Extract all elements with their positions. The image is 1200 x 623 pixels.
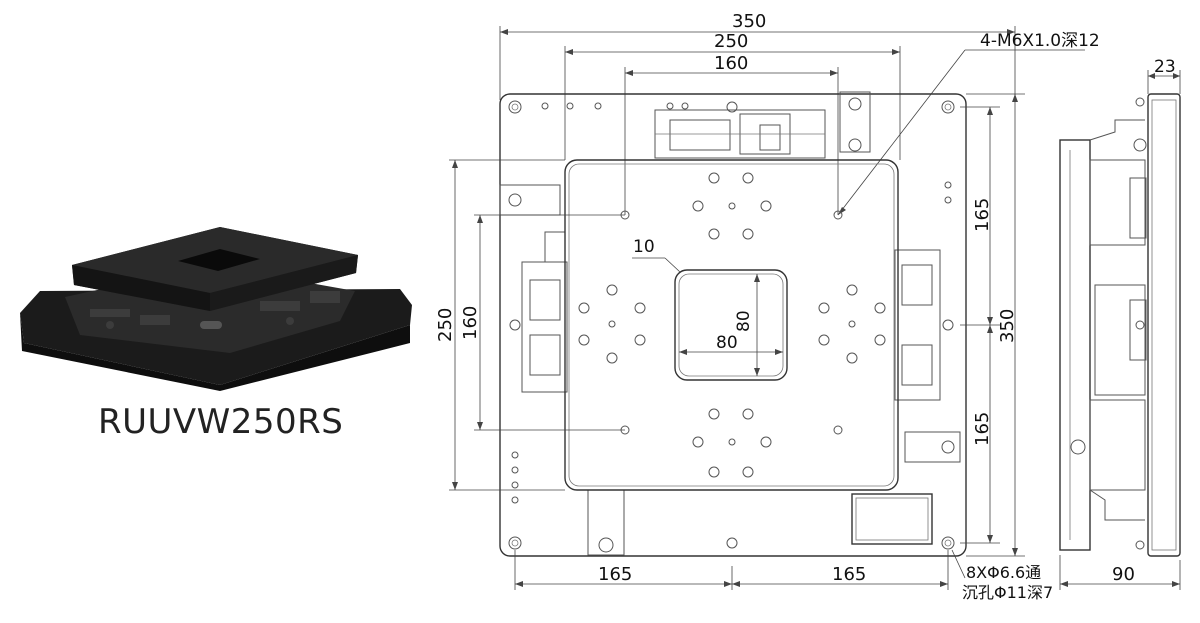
dim-bottom-165 — [514, 550, 949, 590]
dim-right-165-bottom — [960, 325, 1000, 544]
render-details — [90, 291, 340, 329]
mechanism-left — [499, 184, 568, 393]
render-top-plate-edge-right — [210, 255, 358, 311]
dim-top-350-label: 350 — [732, 11, 766, 32]
dim-right-165-top-label: 165 — [972, 198, 993, 232]
callout-mount-holes-leader — [951, 549, 966, 579]
hole-group-top — [692, 172, 772, 240]
dim-side-23-label: 23 — [1154, 57, 1176, 77]
connector-dots — [511, 102, 952, 504]
product-render — [20, 227, 412, 391]
dim-right-350 — [966, 93, 1025, 557]
dim-left-160-label: 160 — [460, 306, 481, 340]
dim-left-250-label: 250 — [435, 308, 456, 342]
base-mount-holes — [508, 100, 955, 550]
dim-right-350-label: 350 — [997, 309, 1018, 343]
top-table-inner — [568, 163, 895, 487]
dim-top-250 — [564, 46, 901, 160]
dim-window-80-vertical — [754, 274, 760, 376]
mechanism-right — [894, 249, 961, 463]
dim-window-10-label: 10 — [633, 237, 655, 257]
product-title: RUUVW250RS — [98, 402, 344, 442]
dim-left-250 — [449, 159, 565, 491]
hole-group-right — [818, 284, 886, 364]
callout-tapped-holes-leader — [837, 49, 1085, 216]
center-window-inner — [678, 273, 784, 377]
dim-bottom-165-right-label: 165 — [832, 564, 866, 585]
render-top-plate-edge — [72, 265, 210, 311]
callout-mount-holes-line1: 8XΦ6.6通 — [966, 563, 1041, 582]
dim-bottom-165-left-label: 165 — [598, 564, 632, 585]
render-center-window — [178, 249, 260, 271]
label-plate — [851, 493, 933, 545]
dim-side-90-label: 90 — [1112, 564, 1135, 585]
dim-right-165-bottom-label: 165 — [972, 412, 993, 446]
render-mechanism — [65, 283, 355, 353]
dim-left-160 — [474, 214, 625, 431]
render-slot — [200, 321, 222, 329]
dim-window-80-vertical-label: 80 — [734, 310, 754, 332]
callout-tapped-holes: 4-M6X1.0深12 — [980, 31, 1100, 51]
mechanism-bottom — [587, 489, 933, 556]
mechanism-top — [654, 91, 871, 159]
dim-side-23 — [1147, 70, 1181, 94]
dim-side-90 — [1059, 555, 1181, 590]
hole-group-left — [578, 284, 646, 364]
dim-top-160 — [624, 67, 839, 215]
top-table — [564, 159, 899, 491]
dim-top-160-label: 160 — [714, 53, 748, 74]
dim-right-165-top — [960, 106, 1000, 326]
dim-window-80-horizontal-label: 80 — [716, 333, 738, 353]
dim-top-250-label: 250 — [714, 31, 748, 52]
hole-group-bottom — [692, 408, 772, 478]
dim-window-10-leader — [632, 257, 681, 273]
dim-top-350 — [499, 26, 1016, 100]
side-view — [1059, 93, 1181, 557]
base-plate — [499, 93, 967, 557]
callout-mount-holes-line2: 沉孔Φ11深7 — [962, 583, 1053, 602]
dim-window-80-horizontal — [679, 349, 783, 355]
center-window — [674, 269, 788, 381]
render-base-side — [20, 313, 410, 391]
